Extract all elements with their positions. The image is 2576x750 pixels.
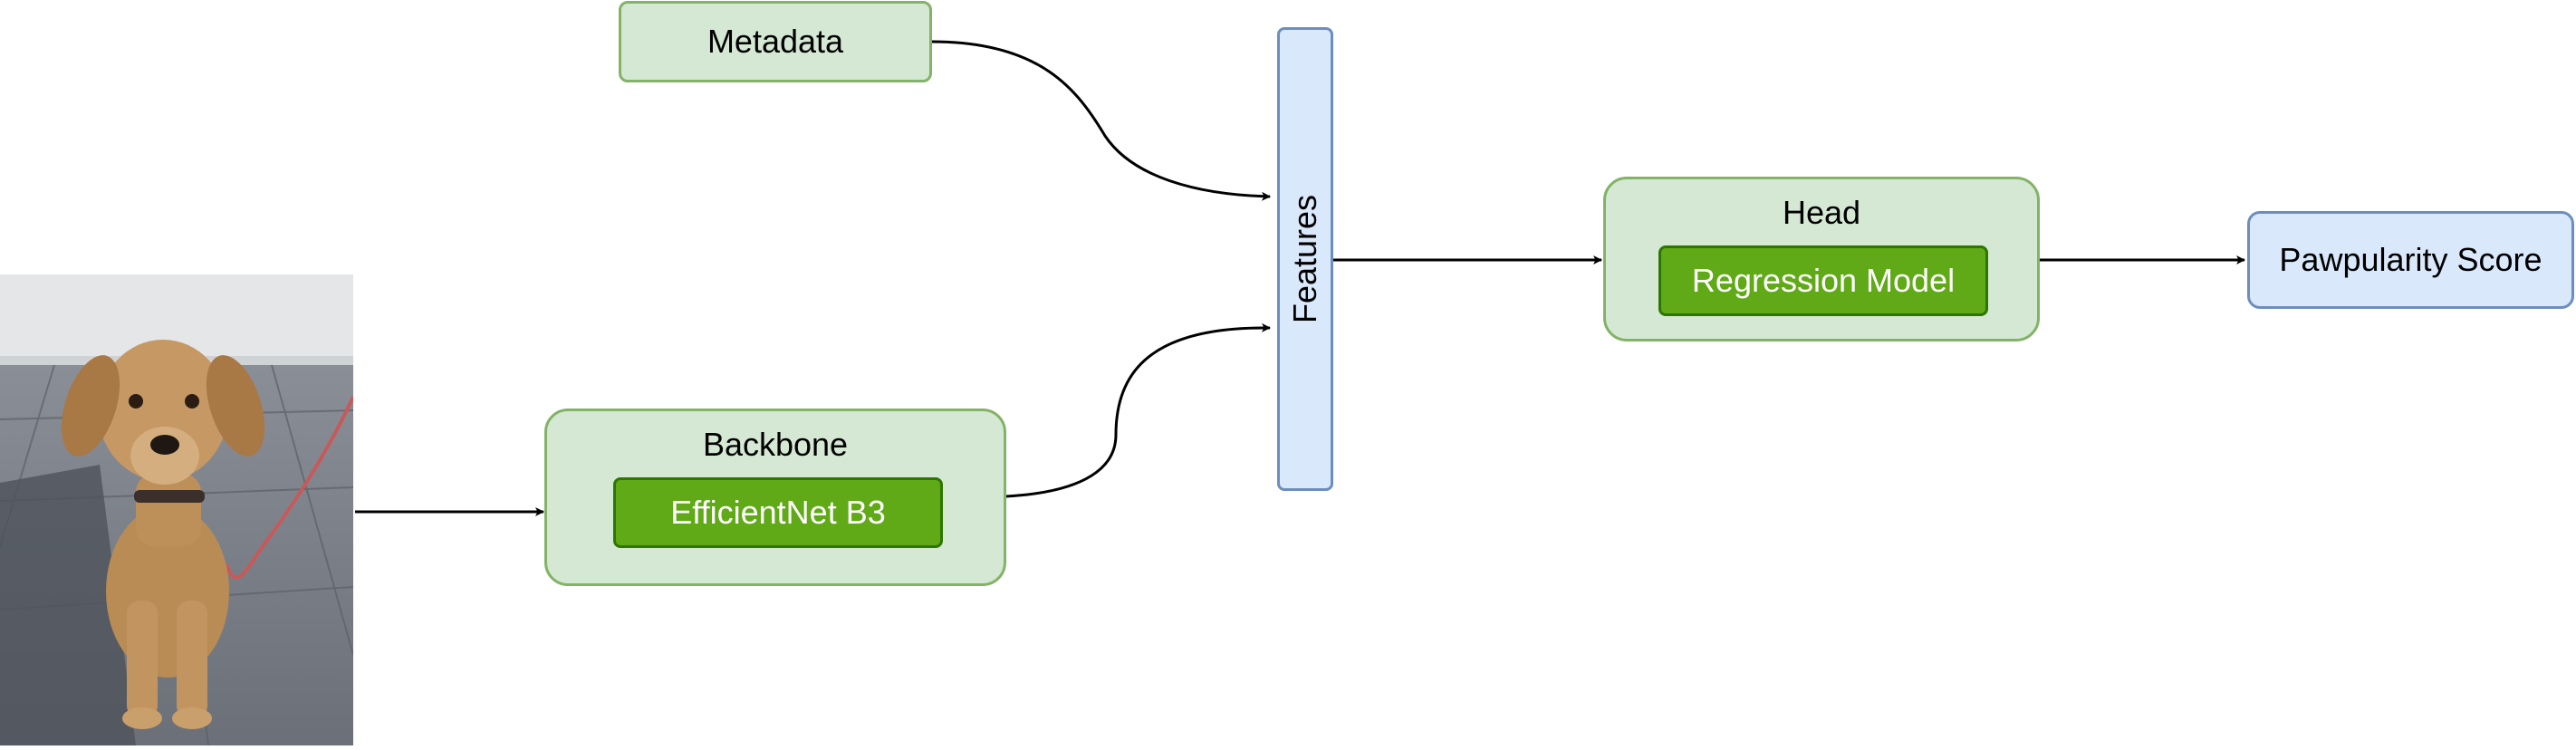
backbone-group: Backbone EfficientNet B3 [544,409,1006,586]
features-label: Features [1286,194,1324,324]
metadata-node: Metadata [619,1,932,82]
pawpularity-score-node: Pawpularity Score [2247,211,2574,309]
arrow-metadata-to-features [931,40,1271,201]
arrow-backbone-to-features [1005,322,1271,498]
head-title: Head [1782,194,1861,231]
head-model-box: Regression Model [1658,245,1988,316]
backbone-model-box: EfficientNet B3 [613,477,943,548]
pawpularity-score-label: Pawpularity Score [2279,241,2542,278]
input-dog-photo [0,274,353,745]
backbone-model-label: EfficientNet B3 [670,494,886,531]
head-group: Head Regression Model [1603,177,2040,341]
head-model-label: Regression Model [1691,262,1956,299]
backbone-title: Backbone [702,426,849,463]
features-node: Features [1277,27,1333,491]
metadata-label: Metadata [706,23,844,60]
